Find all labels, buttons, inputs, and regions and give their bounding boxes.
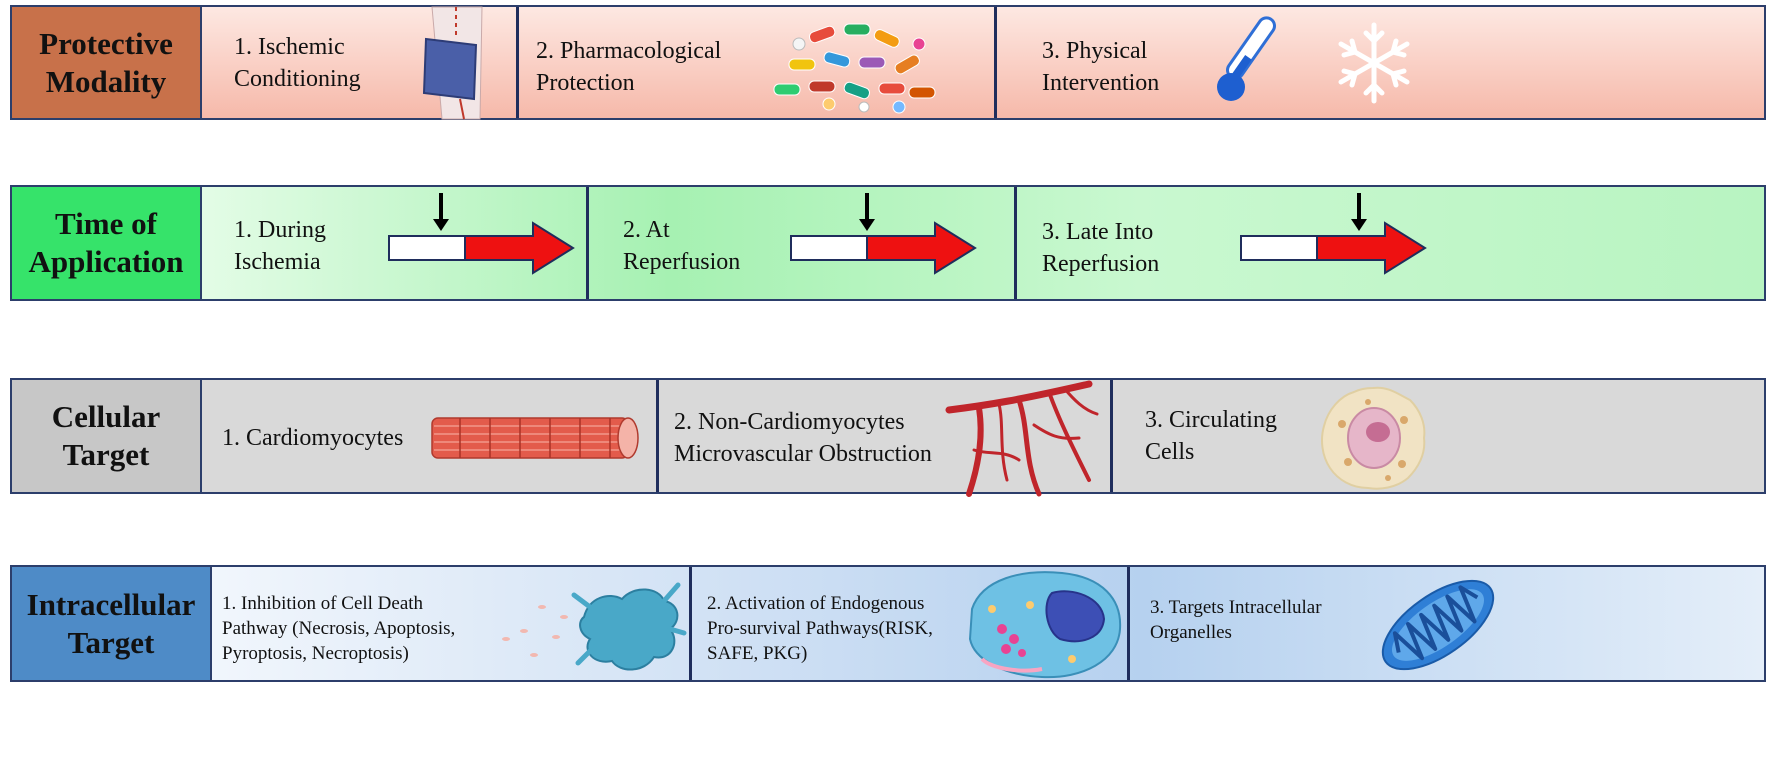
- item-text: 2. Pharmacological Protection: [536, 35, 721, 99]
- row-band: 1. Inhibition of Cell Death Pathway (Nec…: [212, 565, 1766, 682]
- blood-pressure-cuff-icon: [422, 6, 483, 120]
- item-text-line: Conditioning: [234, 66, 361, 92]
- row-label-line: Time of: [55, 206, 157, 241]
- item-text-line: Microvascular Obstruction: [674, 441, 932, 467]
- divider: [656, 380, 659, 492]
- item-text-line: Pathway (Necrosis, Apoptosis,: [222, 618, 456, 639]
- timeline-arrow-icon: [388, 193, 575, 275]
- item-text-line: 1. Ischemic: [234, 34, 345, 60]
- item-text-line: 2. Activation of Endogenous: [707, 593, 925, 614]
- cell-cross-section-icon: [968, 571, 1122, 679]
- row-label-line: Target: [62, 437, 150, 472]
- item-text-line: 3. Physical: [1042, 38, 1148, 64]
- item-text-line: 2. At: [623, 217, 670, 243]
- item-ischemic-conditioning: 1. Ischemic Conditioning: [202, 6, 517, 120]
- item-text-line: Reperfusion: [623, 249, 741, 275]
- divider: [586, 187, 589, 299]
- divider: [1014, 187, 1017, 299]
- item-text-line: 1. Inhibition of Cell Death: [222, 593, 424, 614]
- item-text: 2. Non-Cardiomyocytes Microvascular Obst…: [674, 406, 932, 470]
- item-text-line: 2. Non-Cardiomyocytes: [674, 409, 905, 435]
- muscle-fiber-icon: [431, 417, 639, 459]
- item-physical-intervention: 3. Physical Intervention: [997, 7, 1766, 118]
- item-text-line: Pyroptosis, Necroptosis): [222, 643, 409, 664]
- item-text-line: 3. Targets Intracellular: [1150, 597, 1322, 618]
- item-targets-organelles: 3. Targets Intracellular Organelles: [1130, 567, 1766, 680]
- item-text: 2. At Reperfusion: [623, 214, 740, 278]
- item-text: 1. Ischemic Conditioning: [234, 31, 361, 95]
- item-text-line: Ischemia: [234, 249, 321, 275]
- row-band: 1. Cardiomyocytes 2. Non-Cardiomyocytes: [202, 378, 1766, 497]
- row-label-line: Intracellular: [26, 586, 196, 622]
- item-text-line: Intervention: [1042, 70, 1160, 96]
- timeline-arrow-icon: [1240, 193, 1427, 275]
- row-band: 1. Ischemic Conditioning 2. Pharmacologi…: [202, 5, 1766, 120]
- item-text-line: Organelles: [1150, 622, 1232, 643]
- thermometer-icon: [1217, 16, 1276, 101]
- item-text-line: Protection: [536, 70, 635, 96]
- mitochondrion-icon: [1381, 579, 1495, 671]
- divider: [1127, 567, 1130, 680]
- item-text: 3. Physical Intervention: [1042, 35, 1159, 99]
- item-text: 2. Activation of Endogenous Pro-survival…: [707, 591, 933, 666]
- blood-vessel-icon: [945, 380, 1099, 497]
- item-text-line: 1. Cardiomyocytes: [222, 425, 404, 451]
- row-label-line: Application: [28, 244, 184, 279]
- item-text: 1. During Ischemia: [234, 214, 326, 278]
- leukocyte-icon: [1321, 386, 1426, 490]
- item-inhibition-cell-death: 1. Inhibition of Cell Death Pathway (Nec…: [212, 567, 690, 680]
- item-text-line: Cells: [1145, 439, 1195, 465]
- row-label-line: Modality: [45, 63, 167, 99]
- item-text: 3. Targets Intracellular Organelles: [1150, 595, 1322, 645]
- item-text-line: 3. Circulating: [1145, 407, 1277, 433]
- item-activation-pro-survival: 2. Activation of Endogenous Pro-survival…: [692, 567, 1128, 680]
- divider: [516, 7, 519, 118]
- row-label-line: Cellular: [51, 399, 161, 434]
- item-cardiomyocytes: 1. Cardiomyocytes: [202, 380, 657, 492]
- item-text: 3. Circulating Cells: [1145, 404, 1277, 468]
- dying-cell-icon: [502, 582, 687, 671]
- row-label-line: Target: [67, 624, 155, 660]
- item-text-line: Reperfusion: [1042, 251, 1160, 277]
- snowflake-icon: [1338, 22, 1410, 104]
- item-at-reperfusion: 2. At Reperfusion: [589, 187, 1015, 299]
- row-band: 1. During Ischemia 2. At Reperfusion: [202, 185, 1766, 301]
- item-pharmacological-protection: 2. Pharmacological Protection: [519, 7, 995, 118]
- item-text: 1. Inhibition of Cell Death Pathway (Nec…: [222, 591, 455, 666]
- item-text: 1. Cardiomyocytes: [222, 422, 403, 454]
- item-late-into-reperfusion: 3. Late Into Reperfusion: [1017, 187, 1766, 299]
- item-non-cardiomyocytes: 2. Non-Cardiomyocytes Microvascular Obst…: [659, 380, 1111, 497]
- divider: [994, 7, 997, 118]
- row-label-line: Protective: [39, 25, 173, 61]
- pills-icon: [773, 23, 936, 114]
- item-text-line: 1. During: [234, 217, 326, 243]
- item-text-line: SAFE, PKG): [707, 643, 808, 664]
- item-text-line: 2. Pharmacological: [536, 38, 722, 64]
- item-text-line: Pro-survival Pathways(RISK,: [707, 618, 933, 639]
- divider: [1110, 380, 1113, 492]
- timeline-arrow-icon: [790, 193, 977, 275]
- item-circulating-cells: 3. Circulating Cells: [1113, 380, 1766, 492]
- item-text-line: 3. Late Into: [1042, 219, 1154, 245]
- item-during-ischemia: 1. During Ischemia: [202, 187, 587, 299]
- divider: [689, 567, 692, 680]
- item-text: 3. Late Into Reperfusion: [1042, 216, 1159, 280]
